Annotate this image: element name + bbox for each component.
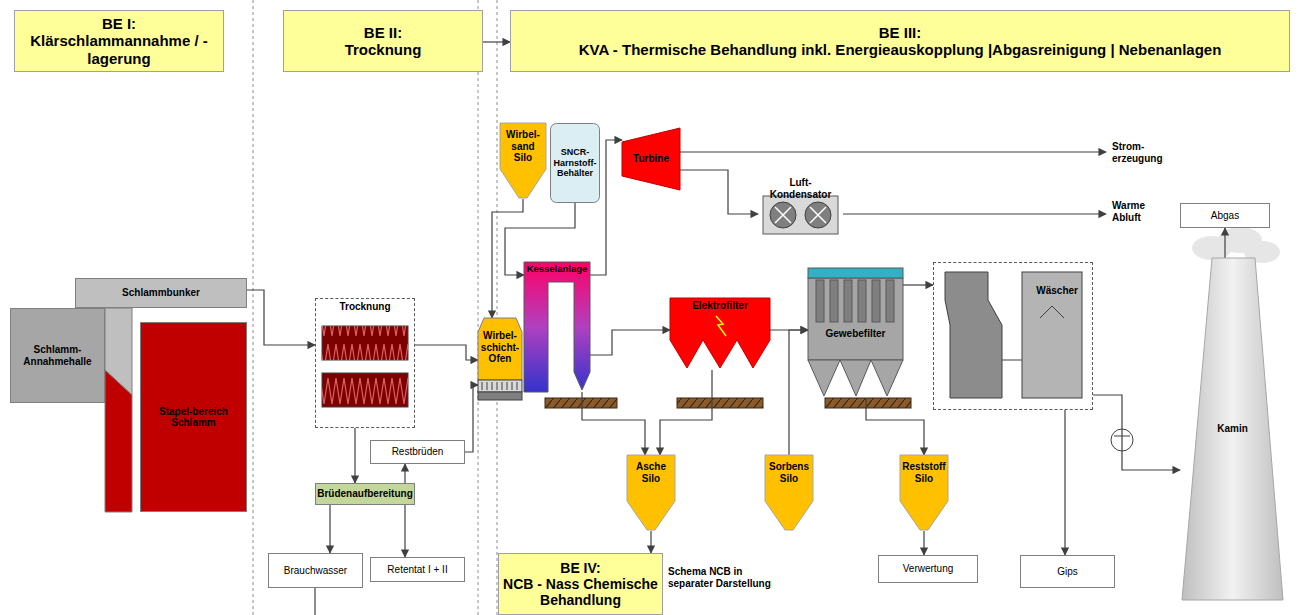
node-label: Kesselanlage: [527, 264, 588, 275]
fluidized-bed-furnace: Wirbel-schicht-Ofen: [478, 318, 522, 400]
node-label: Gewebefilter: [825, 328, 885, 340]
note-label: Schema NCB in separater Darstellung: [668, 566, 786, 589]
node-label: Sorbens Silo: [767, 461, 811, 484]
process-box: Abgas: [1180, 203, 1270, 228]
process-box: BE I:Klärschlammannahme / -lagerung: [14, 10, 224, 72]
tank: SNCR-Harnstoff-Behälter: [550, 123, 600, 203]
node-label: Brüdenaufbereitung: [317, 488, 413, 500]
flow-line: [582, 392, 645, 455]
note-label: Warme Abluft: [1112, 200, 1168, 223]
node-label: Wirbel-sand Silo: [502, 129, 544, 164]
node-label: BE IV:: [560, 560, 600, 576]
flow-line: [483, 41, 510, 42]
node-label: Schlamm-Annahmehalle: [13, 344, 102, 367]
silo: Asche Silo: [627, 455, 675, 531]
node-label: Abgas: [1211, 210, 1239, 222]
flow-line: [660, 370, 712, 455]
turbine: Turbine: [622, 128, 680, 190]
flow-line: [404, 505, 405, 557]
flow-line: [680, 170, 758, 214]
node-label: Elektrofilter: [692, 300, 748, 312]
boiler-outline: [524, 262, 590, 392]
flow-line: [650, 531, 651, 553]
node-label: BE II:: [364, 24, 402, 41]
node-label: NCB - Nass Chemische Behandlung: [502, 576, 659, 608]
flow-line: [903, 284, 933, 285]
node-label: Asche Silo: [629, 461, 673, 484]
note-label: Strom-erzeugung: [1112, 141, 1168, 164]
flow-line: [354, 428, 355, 483]
process-box: BE II:Trocknung: [283, 10, 483, 72]
group-frame: Trocknung: [315, 298, 415, 428]
dryer: [322, 326, 408, 407]
node-label: Wirbel-schicht-Ofen: [480, 330, 520, 365]
node-label: SNCR-Harnstoff-Behälter: [552, 147, 598, 178]
process-box: Schlammbunker: [75, 278, 247, 308]
flow-line: [789, 330, 808, 455]
process-box: Restbrüden: [370, 440, 465, 464]
node-label: Retentat I + II: [387, 564, 447, 576]
group-frame: Wäscher: [933, 262, 1093, 410]
process-box: Brüdenaufbereitung: [315, 483, 415, 505]
node-label: Luft-Kondensator: [760, 177, 841, 200]
process-box: Gips: [1020, 555, 1115, 588]
air-condenser: Luft-Kondensator: [758, 176, 843, 236]
flow-line: [1064, 410, 1065, 555]
node-label: BE I:: [102, 15, 136, 32]
process-box: Brauchwasser: [268, 553, 363, 588]
node-label: Schlammbunker: [122, 287, 200, 299]
node-label: Kamin: [1217, 423, 1248, 435]
flow-line: [923, 531, 924, 555]
flow-line: [404, 464, 405, 483]
flow-line: [590, 330, 670, 355]
node-label: Trocknung: [345, 41, 422, 58]
node-label: Trocknung: [339, 301, 390, 313]
output-line: [315, 152, 1106, 615]
flow-line: [465, 385, 478, 452]
section-divider: [253, 0, 497, 615]
boiler: Kesselanlage: [524, 262, 590, 392]
flow-line: [415, 345, 478, 360]
stack: Kamin: [1180, 258, 1285, 600]
bunker-funnel: [105, 308, 132, 512]
flow-line: [1224, 228, 1225, 258]
node-label: Restbrüden: [392, 446, 444, 458]
process-box: Schlamm-Annahmehalle: [10, 308, 105, 403]
silo: Wirbel-sand Silo: [500, 123, 546, 199]
flow-line: [1093, 395, 1180, 470]
silo: Reststoff Silo: [900, 455, 948, 531]
fabric-filter: Gewebefilter: [808, 268, 903, 398]
node-label: Brauchwasser: [284, 565, 347, 577]
node-label: BE III:: [879, 24, 922, 41]
flow-line: [866, 398, 924, 455]
node-label: Klärschlammannahme / -lagerung: [19, 32, 219, 67]
silo: Sorbens Silo: [765, 455, 813, 531]
process-box: Retentat I + II: [370, 557, 465, 582]
node-label: KVA - Thermische Behandlung inkl. Energi…: [579, 41, 1222, 58]
node-label: Wäscher: [1036, 285, 1078, 297]
flow-line: [492, 199, 523, 318]
process-box: Stapel-bereich Schlamm: [140, 322, 247, 512]
process-box: BE III:KVA - Thermische Behandlung inkl.…: [510, 10, 1290, 72]
process-box: Verwertung: [878, 555, 978, 583]
electrostatic-precipitator: Elektrofilter: [670, 298, 770, 370]
node-label: Reststoff Silo: [902, 461, 946, 484]
flow-line: [329, 505, 330, 553]
node-label: Turbine: [633, 153, 669, 165]
process-box: BE IV:NCB - Nass Chemische Behandlung: [498, 553, 663, 615]
node-label: Stapel-bereich Schlamm: [143, 406, 244, 429]
node-label: Gips: [1057, 566, 1078, 578]
scrubber-vessels: [945, 272, 1082, 398]
screw-conveyor: [545, 398, 911, 408]
node-label: Verwertung: [903, 563, 954, 575]
flow-line: [247, 290, 315, 345]
